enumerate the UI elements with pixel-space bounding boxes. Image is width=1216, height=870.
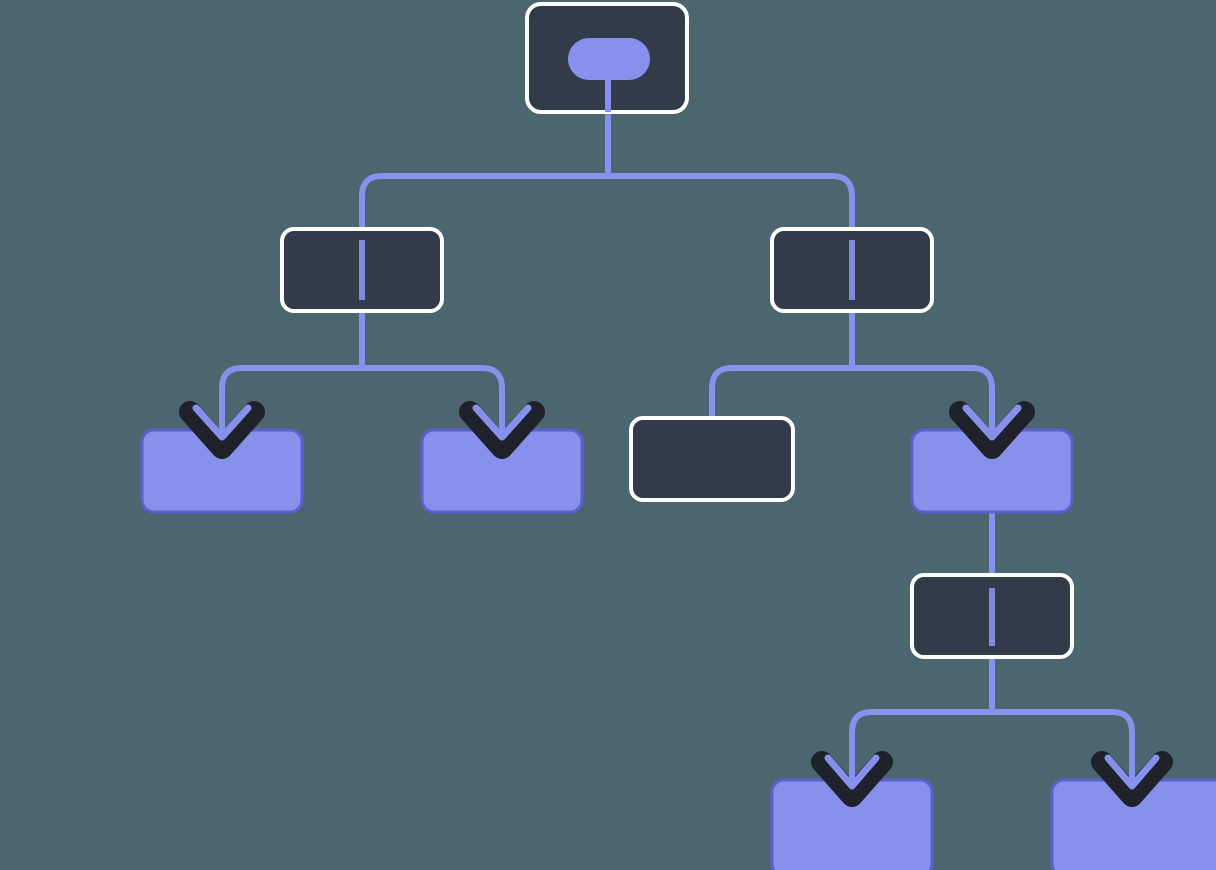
arrowhead-leaf-a (179, 395, 265, 459)
arrowhead-layer (179, 395, 1173, 807)
edge-right-darkleafc (709, 311, 855, 422)
edge-right-leafd (852, 365, 995, 432)
arrowhead-leaf-b (459, 395, 545, 459)
dark-node-layer (280, 2, 1074, 659)
accent-node-layer (140, 428, 1216, 870)
node-root[interactable] (525, 2, 689, 114)
arrowhead-leaf-d-shadow (949, 401, 1035, 459)
edge-left-leafb (362, 365, 505, 432)
edge-left-leafa (219, 311, 365, 432)
node-right-branch[interactable] (770, 227, 934, 313)
edge-root-left (359, 173, 608, 311)
node-left-branch[interactable] (280, 227, 444, 313)
edge-darknodee-leaff (849, 709, 992, 782)
arrowhead-leaf-d (949, 395, 1035, 459)
arrowhead-leaf-f-shadow (811, 751, 893, 807)
edge-darknodee-leafg (992, 709, 1135, 782)
arrowhead-leaf-g-shadow (1091, 751, 1173, 807)
edge-root-right (608, 173, 855, 311)
arrowhead-leaf-f (811, 746, 893, 807)
node-dark-leaf-c-body[interactable] (629, 416, 795, 502)
arrowhead-leaf-b-shadow (459, 401, 545, 459)
arrowhead-leaf-g (1091, 746, 1173, 807)
pill-icon (568, 38, 650, 80)
node-dark-leaf-c[interactable] (629, 416, 795, 502)
edge-layer-under (219, 74, 1135, 782)
arrowhead-leaf-a-shadow (179, 401, 265, 459)
node-dark-node-e[interactable] (910, 573, 1074, 659)
